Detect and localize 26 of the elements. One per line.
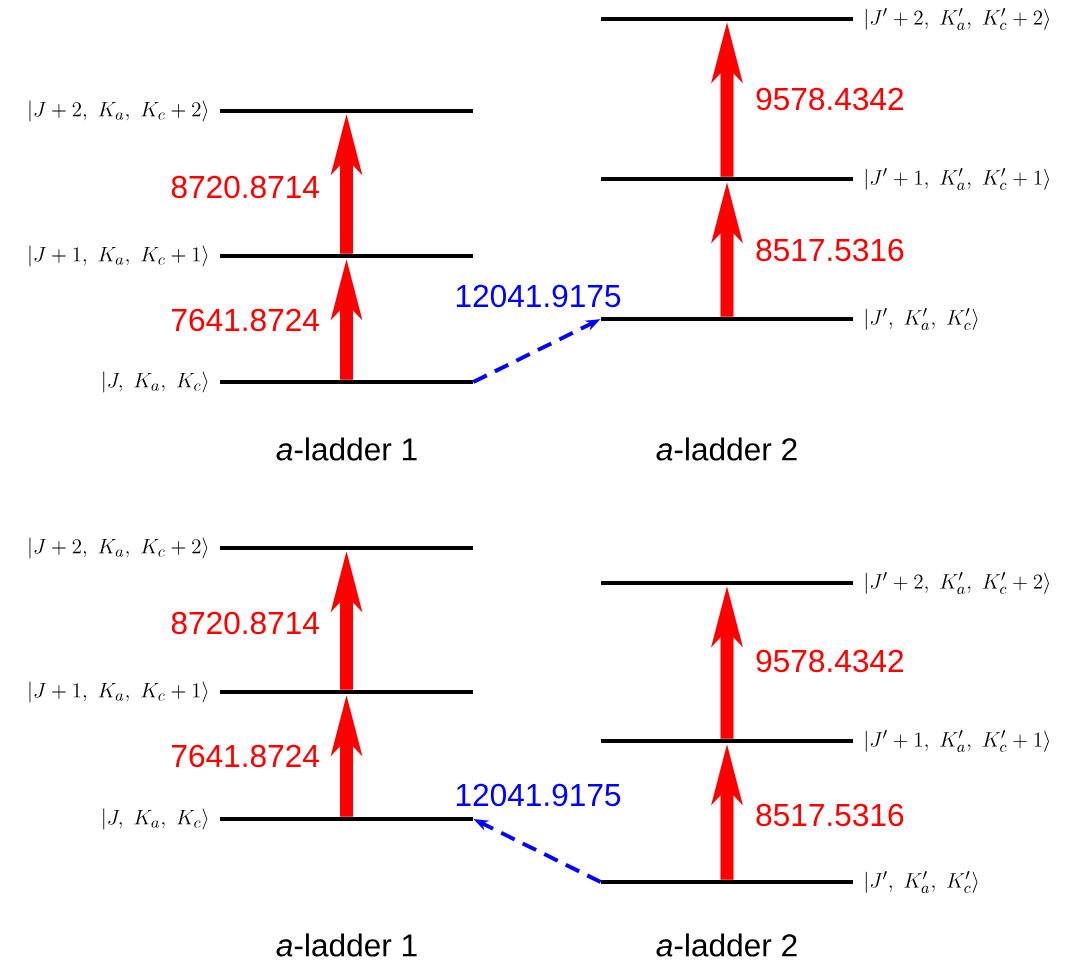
state-label: $|J+2,\ K_a,\ K_c+2\rangle$	[29, 537, 208, 559]
edge-label: 8517.5316	[756, 803, 904, 827]
state-label: $|J'+1,\ K'_a,\ K'_c+1\rangle$	[865, 730, 1049, 752]
edge-label: 7641.8724	[172, 308, 319, 332]
state-label: $|J,\ K_a,\ K_c\rangle$	[103, 371, 208, 393]
ladder-caption: a-ladder 1	[276, 437, 417, 461]
edge-label: 12041.9175	[456, 783, 621, 807]
ladder-caption: a-ladder 2	[656, 437, 797, 461]
state-label: $|J',\ K'_a,\ K'_c\rangle$	[865, 871, 978, 893]
state-label: $|J+1,\ K_a,\ K_c+1\rangle$	[29, 681, 208, 703]
edge-label: 7641.8724	[172, 744, 319, 768]
state-label: $|J'+2,\ K'_a,\ K'_c+2\rangle$	[865, 572, 1049, 594]
state-label: $|J'+2,\ K'_a,\ K'_c+2\rangle$	[865, 8, 1049, 30]
state-label: $|J,\ K_a,\ K_c\rangle$	[103, 808, 208, 830]
state-label: $|J+1,\ K_a,\ K_c+1\rangle$	[29, 245, 208, 267]
edge-label: 8720.8714	[171, 611, 319, 635]
edge-label: 9578.4342	[756, 87, 903, 111]
edge-label: 8517.5316	[756, 238, 904, 262]
edge-label: 8720.8714	[171, 175, 319, 199]
state-label: $|J'+1,\ K'_a,\ K'_c+1\rangle$	[865, 168, 1049, 190]
edge-label: 9578.4342	[756, 649, 903, 673]
edge-label: 12041.9175	[456, 284, 621, 308]
ladder-caption: a-ladder 2	[656, 933, 797, 957]
state-label: $|J+2,\ K_a,\ K_c+2\rangle$	[29, 100, 208, 122]
state-label: $|J',\ K'_a,\ K'_c\rangle$	[865, 308, 978, 330]
ladder-caption: a-ladder 1	[276, 933, 417, 957]
